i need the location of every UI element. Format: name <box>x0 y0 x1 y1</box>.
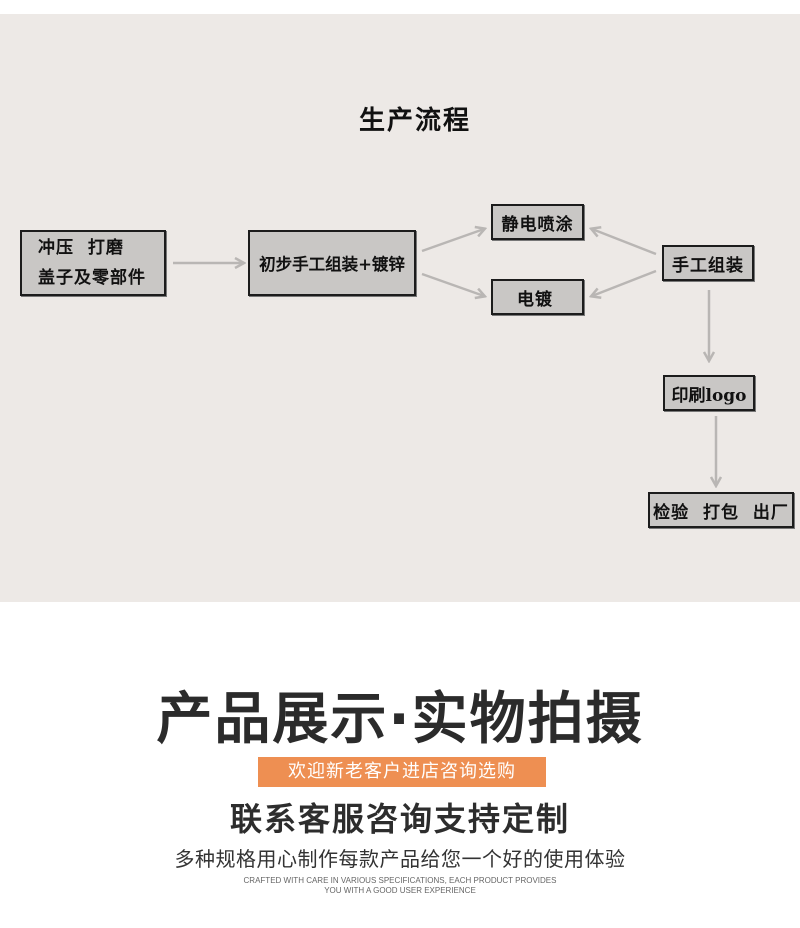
english-caption-line1: CRAFTED WITH CARE IN VARIOUS SPECIFICATI… <box>243 876 557 885</box>
english-caption-line2: YOU WITH A GOOD USER EXPERIENCE <box>324 886 476 895</box>
production-flow-diagram: 生产流程 <box>0 14 800 602</box>
node-stamping-line1: 冲压 打磨 <box>38 238 124 258</box>
node-logo-printing: 印刷logo <box>663 375 755 411</box>
node-electroplating: 电镀 <box>491 279 584 315</box>
node-initial-assembly: 初步手工组装+镀锌 <box>248 230 416 296</box>
node-stamping-polishing: 冲压 打磨 盖子及零部件 <box>20 230 166 296</box>
arrow-hand-to-spray <box>592 229 657 256</box>
node-stamping-line2: 盖子及零部件 <box>38 268 146 288</box>
flow-title: 生产流程 <box>358 106 471 136</box>
product-description: 多种规格用心制作每款产品给您一个好的使用体验 <box>174 847 626 871</box>
arrow-hand-to-plating <box>592 269 657 296</box>
node-inspection-packing: 检验 打包 出厂 <box>648 492 794 528</box>
node-electrostatic-spray: 静电喷涂 <box>491 204 584 240</box>
arrow-assembly-to-spray <box>421 229 484 253</box>
contact-customization-text: 联系客服咨询支持定制 <box>229 800 570 838</box>
welcome-banner: 欢迎新老客户进店咨询选购 <box>258 757 546 787</box>
product-showcase-heading: 产品展示·实物拍摄 <box>156 687 644 752</box>
arrow-assembly-to-plating <box>421 272 484 296</box>
node-hand-assembly: 手工组装 <box>662 245 754 281</box>
